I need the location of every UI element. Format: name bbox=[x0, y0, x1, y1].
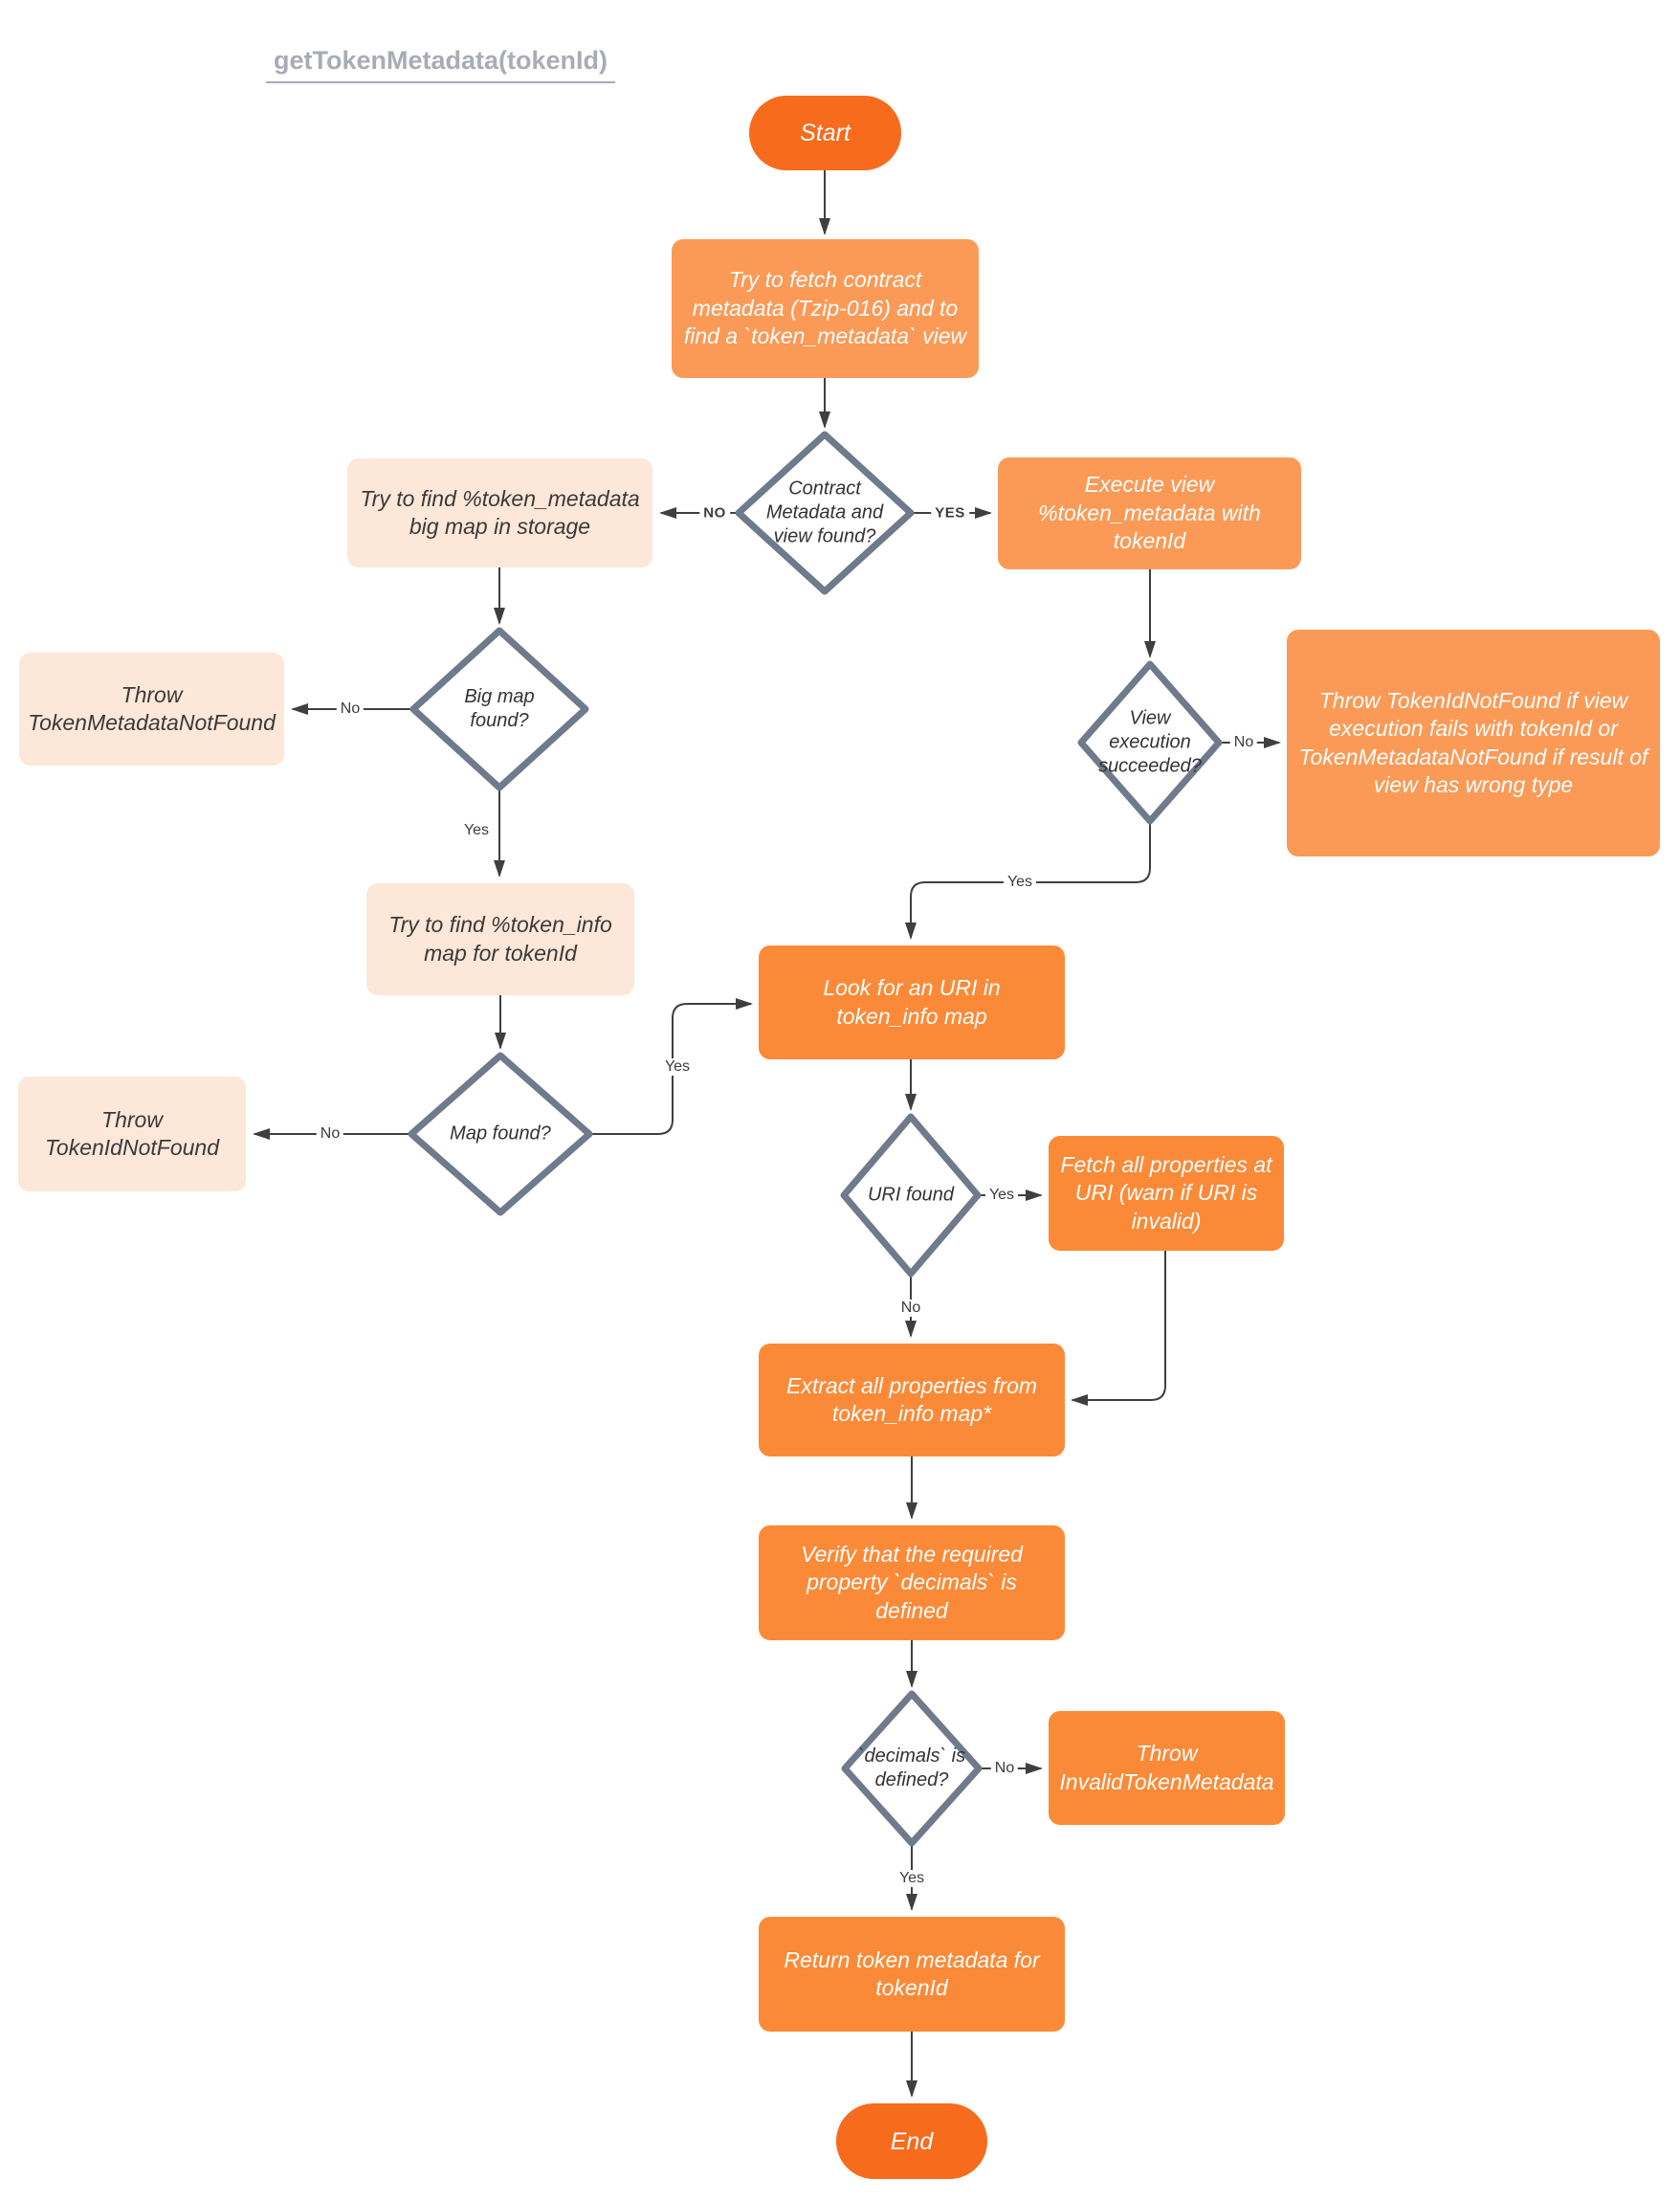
decision-big-map-found-label: Big map found? bbox=[464, 686, 535, 731]
process-extract-properties: Extract all properties from token_info m… bbox=[759, 1344, 1065, 1456]
edge-label-decimals-yes: Yes bbox=[895, 1870, 929, 1887]
process-verify-decimals: Verify that the required property `decim… bbox=[759, 1525, 1065, 1640]
edge-label-contract-no: NO bbox=[699, 504, 730, 522]
process-look-for-uri: Look for an URI in token_info map bbox=[759, 945, 1065, 1059]
process-execute-view: Execute view %token_metadata with tokenI… bbox=[998, 457, 1301, 569]
flow-arrow bbox=[1071, 1251, 1166, 1406]
decision-big-map-found-shape bbox=[409, 627, 589, 791]
edge-label-uri-yes: Yes bbox=[984, 1187, 1019, 1204]
decision-map-found-label: Map found? bbox=[450, 1123, 551, 1145]
edge-label-uri-no: No bbox=[896, 1300, 925, 1317]
decision-uri-found-shape bbox=[840, 1113, 982, 1278]
edge-label-map-yes: Yes bbox=[660, 1058, 695, 1076]
process-try-find-token-info: Try to find %token_info map for tokenId bbox=[366, 883, 634, 995]
process-throw-token-metadata-not-found: Throw TokenMetadataNotFound bbox=[19, 653, 284, 766]
edge-label-decimals-no: No bbox=[990, 1760, 1019, 1777]
decision-uri-found-label: URI found bbox=[867, 1184, 955, 1206]
process-throw-invalid-token-metadata: Throw InvalidTokenMetadata bbox=[1049, 1711, 1285, 1825]
edge-label-big-map-no: No bbox=[336, 700, 365, 718]
edge-label-contract-yes: YES bbox=[931, 504, 969, 522]
start-node: Start bbox=[749, 96, 901, 170]
diagram-title: getTokenMetadata(tokenId) bbox=[266, 46, 616, 83]
decision-contract-found-label: Contract Metadata and view found? bbox=[765, 478, 884, 547]
decision-view-exec-shape bbox=[1077, 660, 1223, 825]
edge-label-map-no: No bbox=[316, 1125, 344, 1143]
process-return-token-metadata: Return token metadata for tokenId bbox=[759, 1917, 1065, 2032]
process-try-find-big-map: Try to find %token_metadata big map in s… bbox=[347, 458, 652, 567]
process-throw-view-failure: Throw TokenIdNotFound if view execution … bbox=[1287, 630, 1660, 856]
end-node: End bbox=[836, 2103, 987, 2179]
process-throw-token-id-not-found: Throw TokenIdNotFound bbox=[18, 1077, 246, 1191]
process-fetch-properties: Fetch all properties at URI (warn if URI… bbox=[1049, 1136, 1284, 1251]
decision-decimals-label: `decimals` is defined? bbox=[857, 1745, 966, 1790]
decision-decimals-shape bbox=[841, 1690, 983, 1847]
decision-map-found-shape bbox=[408, 1052, 593, 1216]
edge-label-big-map-yes: Yes bbox=[463, 822, 490, 838]
decision-view-exec-label: View execution succeeded? bbox=[1098, 707, 1202, 777]
process-fetch-contract-metadata: Try to fetch contract metadata (Tzip-016… bbox=[672, 239, 979, 378]
edge-label-view-yes: Yes bbox=[1003, 874, 1037, 891]
edge-label-view-no: No bbox=[1229, 734, 1258, 751]
decision-contract-found-shape bbox=[735, 431, 915, 595]
